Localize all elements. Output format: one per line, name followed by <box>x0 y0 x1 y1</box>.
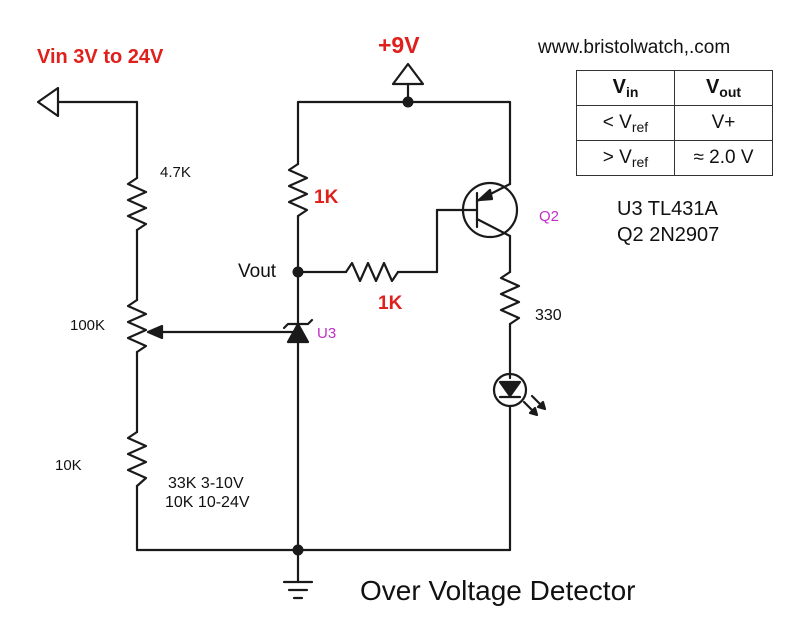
selection-note-line1: 33K 3-10V <box>168 475 244 492</box>
vin-input-arrow <box>36 86 60 118</box>
u3-cathode-bar <box>282 318 314 330</box>
diagram-title: Over Voltage Detector <box>360 575 636 606</box>
truth-table-header: Vin Vout <box>576 70 773 106</box>
resistor-330 <box>499 270 521 326</box>
vin-label: Vin 3V to 24V <box>37 46 164 68</box>
truth-table-row: < Vref V+ <box>576 105 773 141</box>
resistor-1k-mid <box>344 261 400 283</box>
row1-vin: < Vref <box>576 105 675 141</box>
junction-ground <box>292 544 304 556</box>
supply-9v-arrow <box>391 62 425 86</box>
q2-collector-lead <box>475 217 512 238</box>
u3-label: U3 <box>317 325 337 342</box>
website-label: www.bristolwatch,.com <box>538 37 731 58</box>
truth-table: Vin Vout < Vref V+ > Vref ≈ 2.0 V <box>576 70 773 176</box>
resistor-1k-mid-label: 1K <box>378 293 403 314</box>
potentiometer-100k-label: 100K <box>70 317 106 334</box>
junction-top <box>402 96 414 108</box>
header-vin: Vin <box>576 70 675 106</box>
led-ray-head-2 <box>536 400 547 411</box>
row2-vout: ≈ 2.0 V <box>674 140 773 176</box>
resistor-10k-label: 10K <box>55 457 82 474</box>
q2-emitter-arrow <box>477 188 494 202</box>
header-vout: Vout <box>674 70 773 106</box>
row2-vin: > Vref <box>576 140 675 176</box>
q2-transistor-body <box>461 181 519 239</box>
junction-vout <box>292 266 304 278</box>
vout-label: Vout <box>238 261 277 282</box>
pot-wiper-arrow <box>146 324 164 340</box>
part-q2-label: Q2 2N2907 <box>617 224 720 246</box>
resistor-1k-top <box>287 162 309 218</box>
resistor-330-label: 330 <box>535 307 562 324</box>
resistor-1k-top-label: 1K <box>314 187 339 208</box>
resistor-10k <box>126 430 148 488</box>
supply-9v-label: +9V <box>378 32 420 58</box>
led-ray-head-1 <box>528 406 539 417</box>
resistor-4k7-label: 4.7K <box>160 164 191 181</box>
truth-table-row: > Vref ≈ 2.0 V <box>576 140 773 176</box>
potentiometer-100k <box>126 298 148 354</box>
row1-vout: V+ <box>674 105 773 141</box>
selection-note-line2: 10K 10-24V <box>165 494 250 511</box>
resistor-4k7 <box>126 176 148 232</box>
led-triangle <box>498 380 522 398</box>
part-u3-label: U3 TL431A <box>617 198 718 220</box>
q2-label: Q2 <box>539 208 560 225</box>
